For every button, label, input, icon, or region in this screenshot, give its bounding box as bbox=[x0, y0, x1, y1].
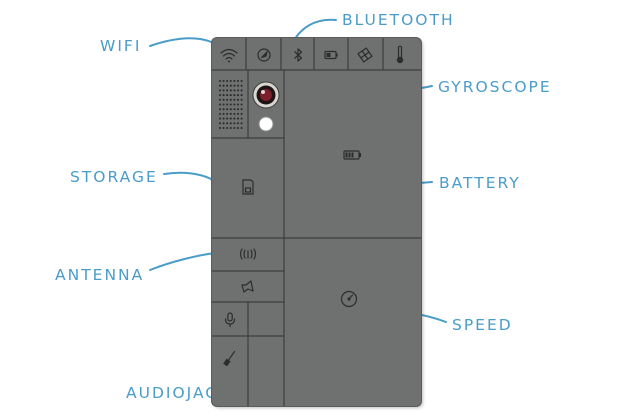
bluetooth-label: BLUETOOTH bbox=[342, 11, 455, 29]
storage-label: STORAGE bbox=[70, 168, 158, 186]
storage-card-icon bbox=[242, 179, 254, 195]
thermometer-icon bbox=[396, 45, 404, 64]
phone-modules bbox=[212, 38, 421, 406]
audiojack-label: AUDIOJACK bbox=[126, 384, 231, 402]
modular-phone bbox=[212, 38, 421, 406]
audio-module-icon bbox=[241, 280, 254, 293]
audiojack-icon bbox=[223, 350, 236, 367]
camera-lens-icon bbox=[252, 81, 280, 109]
speaker-grille-icon bbox=[218, 79, 243, 130]
battery-small-icon bbox=[324, 50, 338, 60]
gyroscope-icon bbox=[357, 47, 373, 63]
compass-icon bbox=[257, 48, 271, 62]
flash-icon bbox=[258, 116, 274, 132]
wifi-label: WIFI bbox=[100, 37, 142, 55]
battery-icon bbox=[343, 150, 361, 160]
battery-label: BATTERY bbox=[439, 174, 521, 192]
speed-label: SPEED bbox=[452, 316, 513, 334]
wifi-icon bbox=[220, 48, 238, 63]
bluetooth-icon bbox=[294, 48, 303, 62]
microphone-icon bbox=[224, 312, 236, 328]
gyroscope-label: GYROSCOPE bbox=[438, 78, 552, 96]
antenna-icon bbox=[239, 248, 257, 260]
antenna-label: ANTENNA bbox=[55, 266, 145, 284]
speedometer-icon bbox=[340, 290, 358, 308]
